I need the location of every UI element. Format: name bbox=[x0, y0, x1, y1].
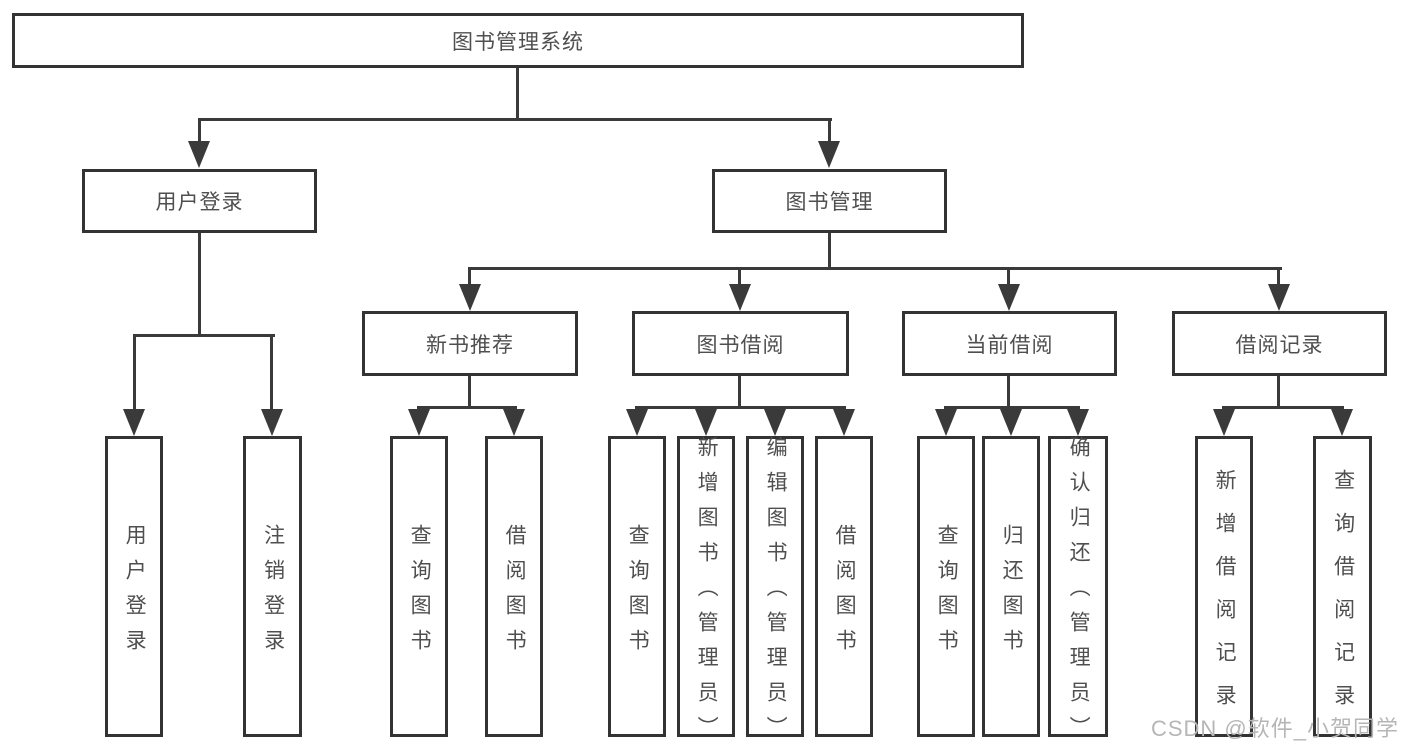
arrowhead-down bbox=[459, 284, 481, 311]
node-label: 新增借阅记录 bbox=[1213, 468, 1237, 727]
connector-line bbox=[468, 376, 471, 408]
connector-line bbox=[133, 334, 136, 410]
node-label: 图书管理 bbox=[785, 191, 874, 214]
node-label: 用户登录 bbox=[155, 191, 244, 214]
arrowhead-down bbox=[1000, 409, 1022, 436]
node-label: 借阅图书 bbox=[833, 523, 857, 664]
arrowhead-down bbox=[818, 141, 840, 168]
arrowhead-down bbox=[188, 141, 210, 168]
leaf-query-books: 查询图书 bbox=[917, 436, 975, 737]
arrowhead-down bbox=[729, 284, 751, 311]
connector-line bbox=[1277, 267, 1280, 286]
connector-line bbox=[1222, 406, 1344, 409]
node-label: 查询图书 bbox=[935, 523, 959, 664]
node-label: 查询图书 bbox=[408, 523, 432, 664]
leaf-confirm-return-admin: 确认归还（管理员） bbox=[1048, 436, 1108, 747]
node-label: 确认归还（管理员） bbox=[1067, 436, 1091, 747]
leaf-add-book-admin: 新增图书（管理员） bbox=[677, 436, 735, 747]
connector-line bbox=[738, 376, 741, 408]
arrowhead-down bbox=[503, 409, 525, 436]
leaf-borrow-books: 借阅图书 bbox=[485, 436, 543, 737]
arrowhead-down bbox=[935, 409, 957, 436]
connector-line bbox=[270, 334, 273, 410]
connector-line bbox=[1007, 376, 1010, 408]
node-label: 借阅记录 bbox=[1235, 333, 1324, 357]
leaf-logout: 注销登录 bbox=[243, 436, 302, 737]
node-label: 归还图书 bbox=[1000, 523, 1024, 664]
arrowhead-down bbox=[998, 284, 1020, 311]
leaf-borrow-books: 借阅图书 bbox=[815, 436, 873, 737]
csdn-watermark: CSDN @软件_小贺同学 bbox=[1150, 716, 1399, 741]
connector-line bbox=[738, 267, 741, 286]
arrowhead-down bbox=[123, 409, 145, 436]
connector-line bbox=[828, 233, 831, 270]
leaf-user-login: 用户登录 bbox=[105, 436, 163, 737]
arrowhead-down bbox=[261, 409, 283, 436]
node-label: 用户登录 bbox=[123, 523, 147, 664]
connector-line bbox=[198, 118, 201, 146]
leaf-query-borrow-record: 查询借阅记录 bbox=[1313, 436, 1372, 737]
node-label: 查询借阅记录 bbox=[1331, 468, 1355, 727]
arrowhead-down bbox=[764, 409, 786, 436]
connector-line bbox=[198, 233, 201, 336]
connector-line bbox=[198, 118, 832, 121]
node-new-book-recommendation: 新书推荐 bbox=[362, 311, 578, 376]
connector-line bbox=[468, 267, 1282, 270]
node-book-management-module: 图书管理 bbox=[712, 169, 947, 233]
arrowhead-down bbox=[1268, 284, 1290, 311]
connector-line bbox=[635, 406, 846, 409]
arrowhead-down bbox=[408, 409, 430, 436]
connector-line bbox=[468, 267, 471, 286]
leaf-return-books: 归还图书 bbox=[982, 436, 1040, 737]
connector-line bbox=[944, 406, 1080, 409]
connector-line bbox=[417, 406, 517, 409]
node-book-borrowing: 图书借阅 bbox=[632, 311, 849, 376]
node-current-borrowing: 当前借阅 bbox=[902, 311, 1117, 376]
node-label: 查询图书 bbox=[626, 523, 650, 664]
arrowhead-down bbox=[1331, 409, 1353, 436]
leaf-query-books: 查询图书 bbox=[608, 436, 666, 737]
connector-line bbox=[133, 334, 275, 337]
arrowhead-down bbox=[1067, 409, 1089, 436]
node-label: 图书借阅 bbox=[696, 333, 785, 357]
node-label: 图书管理系统 bbox=[452, 30, 584, 54]
arrowhead-down bbox=[695, 409, 717, 436]
connector-line bbox=[516, 68, 519, 121]
node-borrowing-records: 借阅记录 bbox=[1172, 311, 1387, 376]
node-library-management-system: 图书管理系统 bbox=[12, 13, 1024, 68]
connector-line bbox=[1277, 376, 1280, 408]
leaf-add-borrow-record: 新增借阅记录 bbox=[1195, 436, 1253, 737]
arrowhead-down bbox=[833, 409, 855, 436]
leaf-query-books: 查询图书 bbox=[390, 436, 448, 737]
connector-line bbox=[828, 118, 831, 146]
node-label: 新增图书（管理员） bbox=[695, 436, 719, 747]
leaf-edit-book-admin: 编辑图书（管理员） bbox=[746, 436, 804, 747]
node-label: 注销登录 bbox=[261, 523, 285, 664]
node-user-login-module: 用户登录 bbox=[82, 169, 317, 233]
arrowhead-down bbox=[1213, 409, 1235, 436]
node-label: 当前借阅 bbox=[965, 333, 1054, 357]
arrowhead-down bbox=[626, 409, 648, 436]
node-label: 新书推荐 bbox=[426, 333, 514, 357]
node-label: 编辑图书（管理员） bbox=[764, 436, 788, 747]
node-label: 借阅图书 bbox=[503, 523, 527, 664]
connector-line bbox=[1007, 267, 1010, 286]
